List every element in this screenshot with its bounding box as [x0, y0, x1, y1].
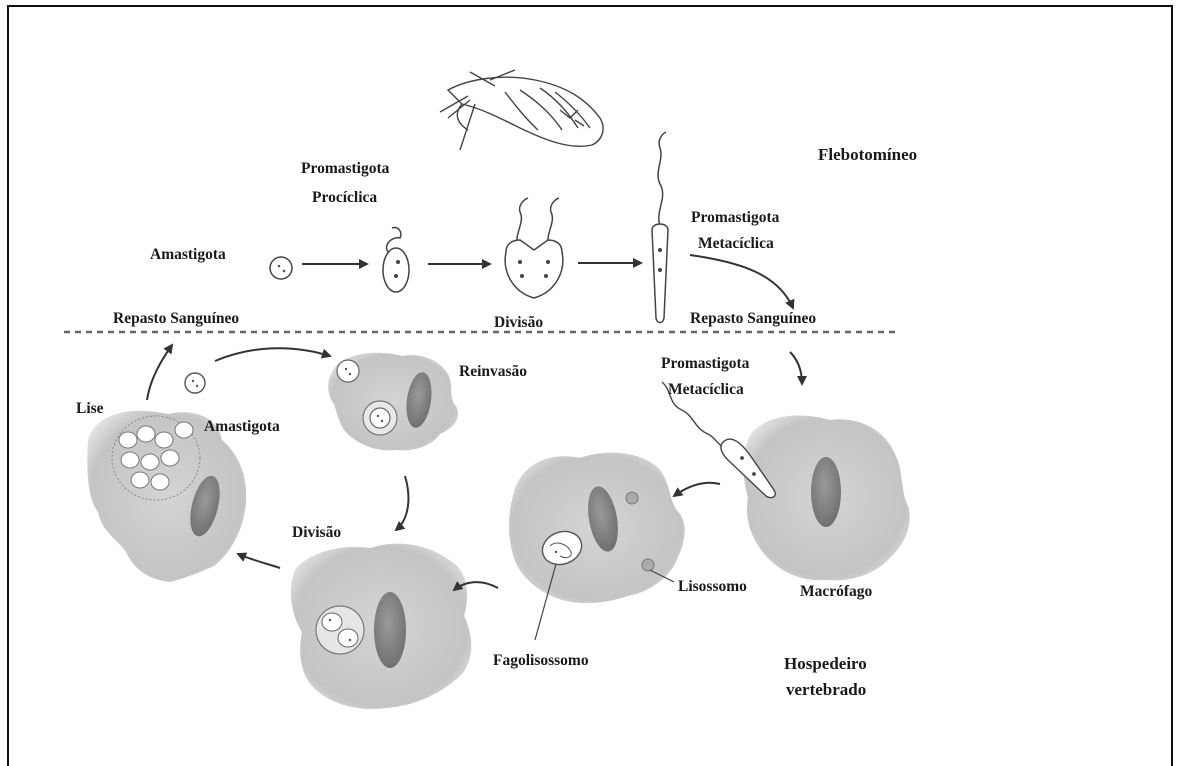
dividing-promastigote-icon [505, 198, 563, 298]
lysing-macrophage [87, 411, 246, 582]
sandfly-illustration [440, 70, 603, 150]
reinvaded-macrophage [328, 353, 458, 451]
label-amastigota-top: Amastigota [150, 246, 226, 263]
procyclic-promastigote-icon [383, 228, 409, 292]
figure-frame [8, 6, 1172, 766]
label-promastigota-prociclica-1: Promastigota [301, 160, 390, 177]
amastigote-top-icon [270, 257, 292, 279]
label-macrofago: Macrófago [800, 583, 873, 600]
label-lisossomo: Lisossomo [678, 578, 747, 595]
label-divisao-top: Divisão [494, 314, 543, 331]
label-fagolisossomo: Fagolisossomo [493, 652, 589, 669]
phagolysosome-macrophage [509, 453, 685, 603]
label-reinvasao: Reinvasão [459, 363, 527, 380]
dividing-macrophage [291, 544, 471, 709]
metacyclic-promastigote-top-icon [652, 132, 668, 323]
label-lise: Lise [76, 400, 104, 417]
label-divisao-bottom: Divisão [292, 524, 341, 541]
label-repasto-left: Repasto Sanguíneo [113, 310, 239, 327]
label-hospedeiro-1: Hospedeiro [784, 654, 867, 673]
label-amastigota-bottom: Amastigota [204, 418, 280, 435]
label-promastigota-prociclica-2: Procíclica [312, 189, 377, 206]
macrophage-right [743, 416, 910, 581]
label-promastigota-metaciclica-top-2: Metacíclica [698, 235, 774, 252]
label-flebotomineo: Flebotomíneo [818, 145, 917, 164]
label-promastigota-metaciclica-bot-1: Promastigota [661, 355, 750, 372]
label-promastigota-metaciclica-bot-2: Metacíclica [668, 381, 744, 398]
label-promastigota-metaciclica-top-1: Promastigota [691, 209, 780, 226]
label-repasto-right: Repasto Sanguíneo [690, 310, 816, 327]
free-amastigote-icon [185, 373, 205, 393]
label-hospedeiro-2: vertebrado [786, 680, 866, 699]
